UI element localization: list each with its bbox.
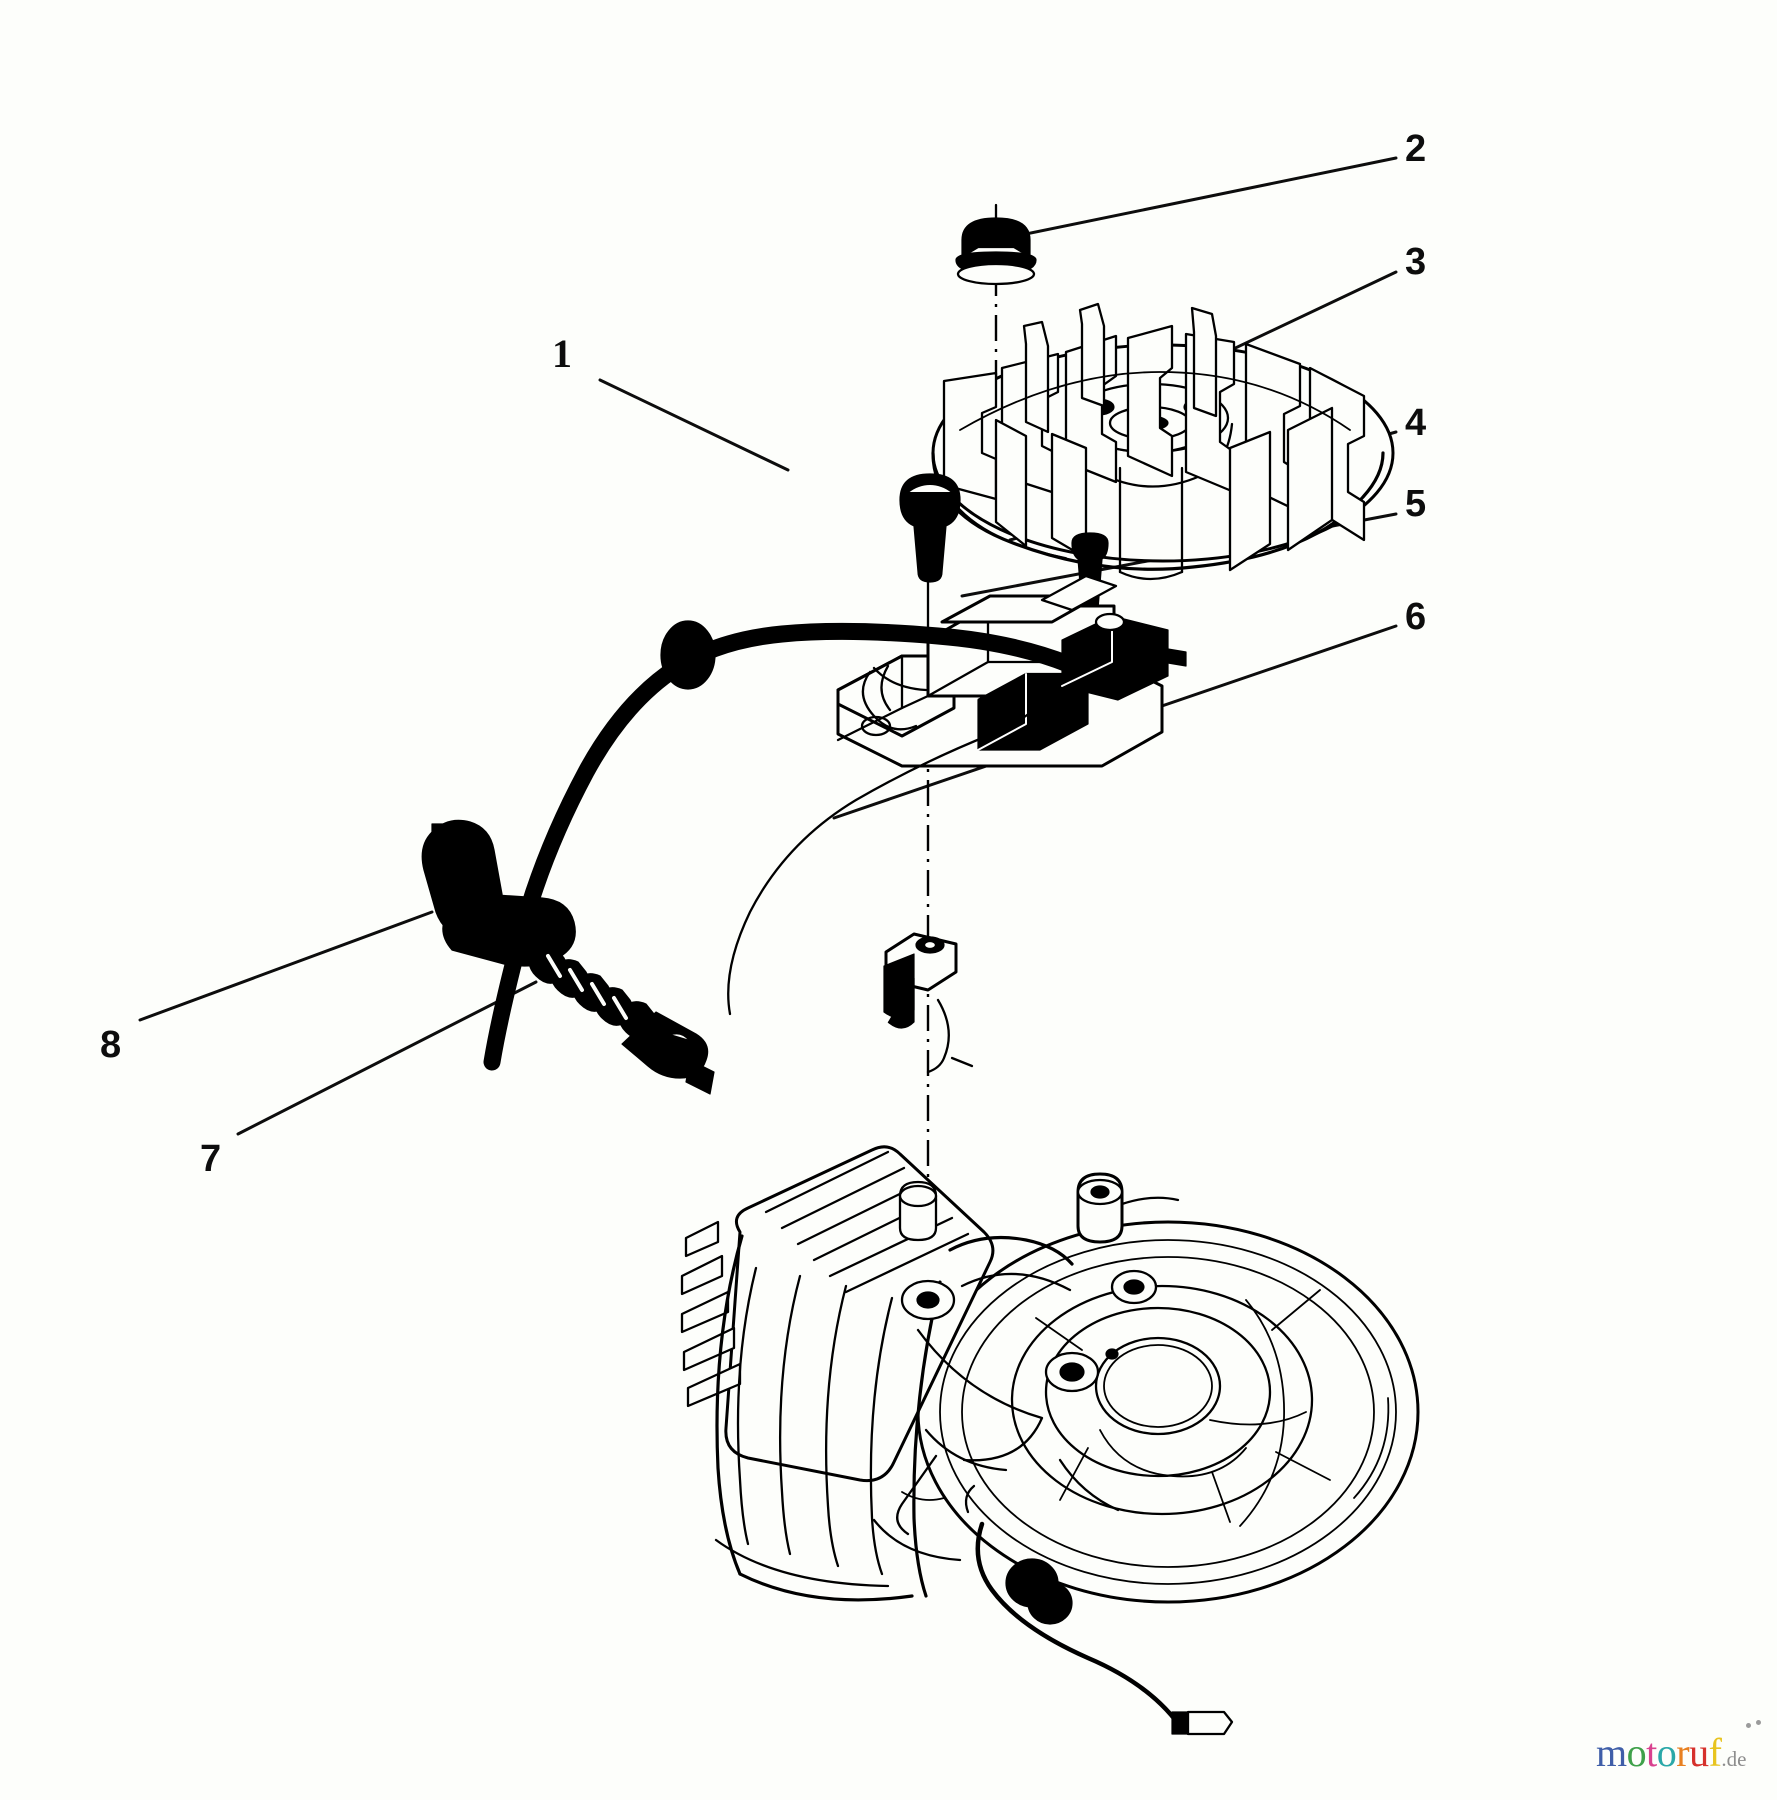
spark-plug — [528, 945, 715, 1095]
wm-dot-1 — [1746, 1723, 1751, 1728]
callout-label-1: 1 — [552, 331, 572, 376]
wm-letter-m: m — [1596, 1730, 1627, 1775]
callout-label-3: 3 — [1405, 241, 1427, 283]
wm-letter-t: t — [1646, 1730, 1657, 1775]
callout-label-2: 2 — [1405, 128, 1427, 170]
ignition-coil-terminal — [1061, 612, 1187, 701]
wm-letter-o1: o — [1626, 1730, 1647, 1775]
ground-wire-with-connector — [964, 1484, 1234, 1736]
flywheel-nut — [955, 203, 1037, 286]
callout-label-4: 4 — [1405, 402, 1427, 444]
wm-letter-f: f — [1708, 1730, 1722, 1775]
wm-suffix-de: .de — [1721, 1747, 1747, 1771]
wire-grommet — [660, 620, 716, 690]
callout-label-8: 8 — [100, 1024, 122, 1066]
wire-clip — [883, 932, 974, 1074]
wm-dot-2 — [1756, 1720, 1761, 1725]
callout-label-7: 7 — [200, 1138, 222, 1180]
wm-letter-o2: o — [1656, 1730, 1677, 1775]
wm-letter-r: r — [1676, 1730, 1690, 1775]
callout-label-6: 6 — [1405, 596, 1427, 638]
leader-lines — [138, 156, 1398, 1136]
motoruf-watermark: motoruf.de — [1596, 1720, 1761, 1776]
wm-letter-u: u — [1689, 1730, 1709, 1775]
callout-label-5: 5 — [1405, 483, 1427, 525]
flywheel — [931, 302, 1395, 581]
engine-cylinder-block — [680, 1145, 1420, 1604]
